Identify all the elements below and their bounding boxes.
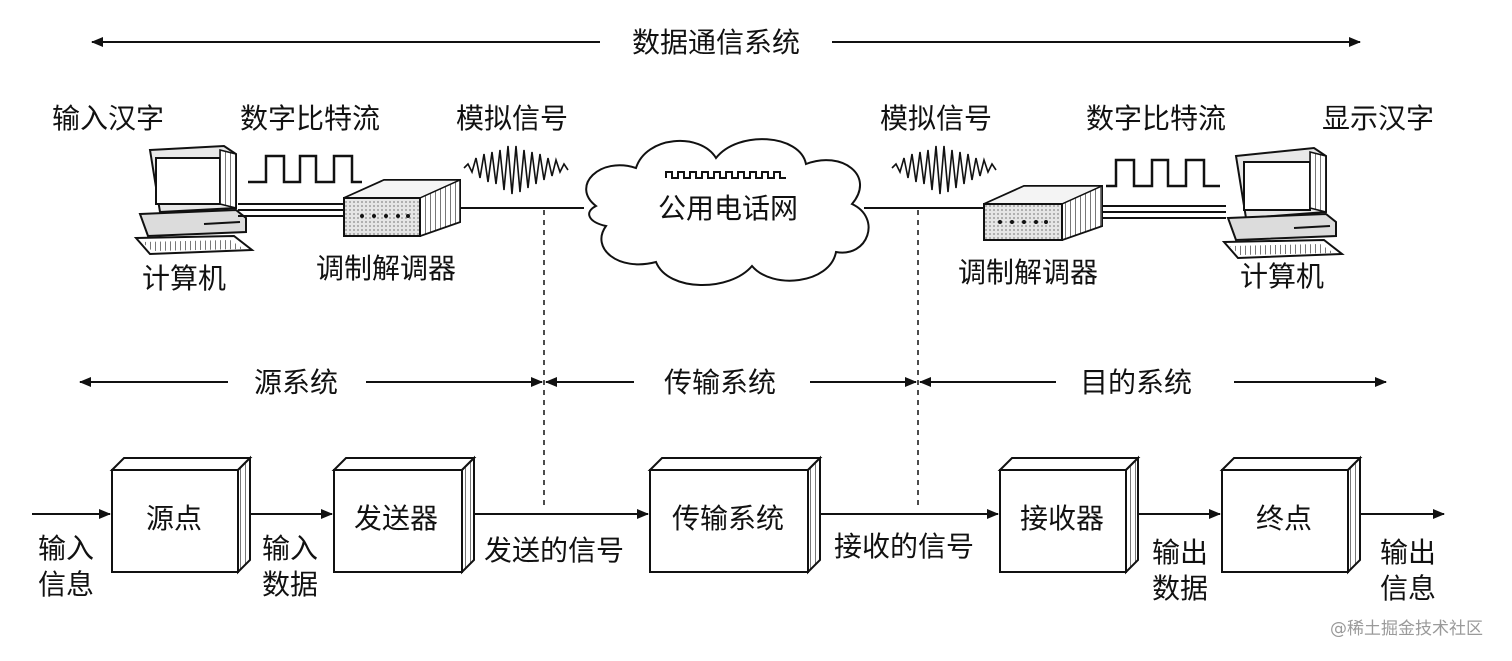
modem-right-icon	[983, 184, 1103, 242]
box-transmission-system-label: 传输系统	[672, 502, 784, 535]
watermark: @稀土掘金技术社区	[1330, 619, 1483, 639]
cable-right	[1102, 205, 1226, 219]
box-destination-point-label: 终点	[1256, 502, 1312, 535]
bitstream-left-caption: 数字比特流	[240, 102, 380, 135]
sent-signal-label: 发送的信号	[484, 534, 624, 567]
analog-right-caption: 模拟信号	[880, 102, 992, 135]
modem-left-label: 调制解调器	[316, 252, 456, 285]
bitstream-right-wave	[1106, 158, 1220, 188]
box-transmission-system	[647, 455, 823, 575]
box-transmitter	[331, 455, 477, 575]
input-info-label-line1: 输入	[38, 532, 94, 565]
section-source-label: 源系统	[254, 366, 338, 399]
output-data-label-line2: 数据	[1152, 572, 1208, 605]
computer-right-icon	[1221, 146, 1345, 260]
output-data-label-line1: 输出	[1152, 536, 1208, 569]
bitstream-right-caption: 数字比特流	[1086, 102, 1226, 135]
box-receiver-label: 接收器	[1020, 502, 1104, 535]
section-transmission-label: 传输系统	[664, 366, 776, 399]
bitstream-left-wave	[248, 154, 362, 184]
modem-left-icon	[343, 178, 461, 238]
received-signal-label: 接收的信号	[834, 530, 974, 563]
analog-left-caption: 模拟信号	[456, 102, 568, 135]
box-receiver	[997, 455, 1141, 575]
cable-left	[238, 203, 346, 217]
box-destination-point	[1219, 455, 1363, 575]
input-info-label-line2: 信息	[38, 568, 94, 601]
display-chinese-caption: 显示汉字	[1322, 102, 1434, 135]
computer-left-label: 计算机	[142, 262, 226, 295]
input-data-label-line1: 输入	[262, 532, 318, 565]
computer-left-icon	[133, 144, 255, 256]
system-title: 数据通信系统	[632, 26, 800, 59]
section-destination-label: 目的系统	[1080, 366, 1192, 399]
input-data-label-line2: 数据	[262, 568, 318, 601]
network-label: 公用电话网	[658, 192, 798, 225]
box-transmitter-label: 发送器	[354, 502, 438, 535]
analog-left-wave	[463, 145, 569, 195]
output-info-label-line2: 信息	[1380, 572, 1436, 605]
computer-right-label: 计算机	[1240, 260, 1324, 293]
public-telephone-network-cloud	[585, 138, 870, 286]
analog-right-wave	[891, 145, 997, 195]
output-info-label-line1: 输出	[1380, 536, 1436, 569]
box-source-point-label: 源点	[146, 502, 202, 535]
input-chinese-caption: 输入汉字	[52, 102, 164, 135]
box-source-point	[109, 455, 253, 575]
modem-right-label: 调制解调器	[958, 256, 1098, 289]
